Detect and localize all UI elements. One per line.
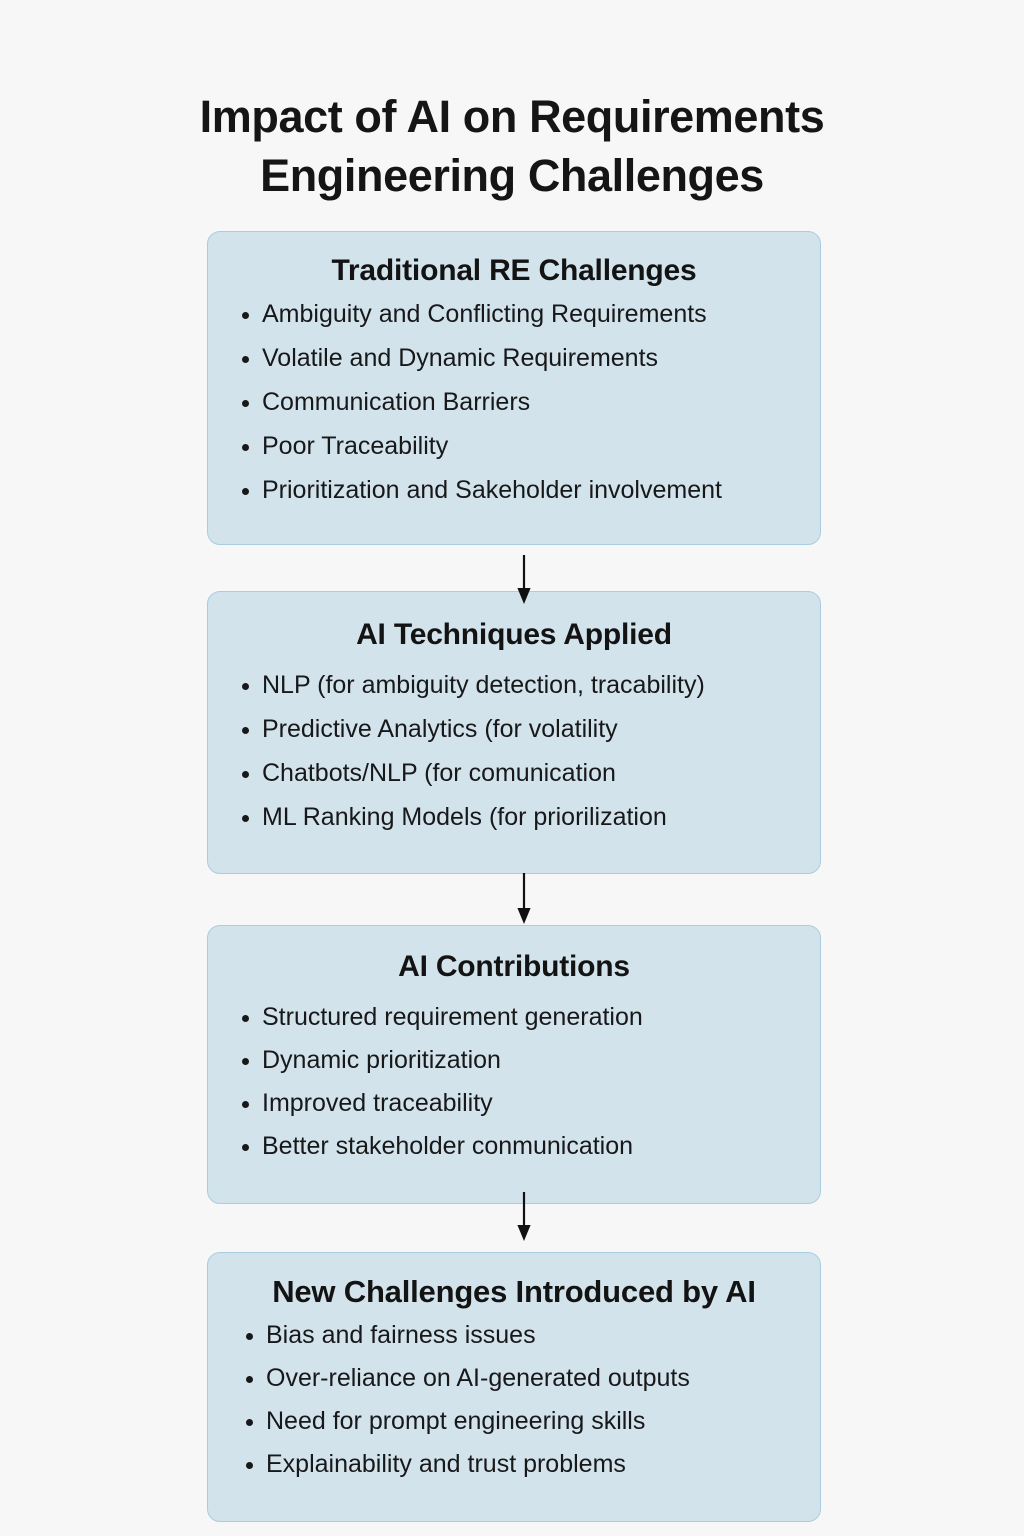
list-item-label: Poor Traceability (262, 432, 449, 461)
list-item: Predictive Analytics (for volatility (226, 714, 802, 743)
list-item: Better stakeholder conmunication (226, 1134, 802, 1159)
bullet-icon (246, 1375, 253, 1383)
list-item-label: Communication Barriers (262, 388, 531, 417)
list-item-label: Need for prompt engineering skills (266, 1406, 646, 1435)
list-item-label: Prioritization and Sakeholder involvemen… (262, 476, 722, 505)
list-item-label: Explainability and trust problems (266, 1449, 626, 1478)
bullet-icon (242, 1058, 249, 1066)
list-item: Ambiguity and Conflicting Requirements (226, 302, 802, 327)
bullet-icon (242, 1101, 249, 1109)
bullet-icon (242, 400, 249, 408)
flow-node-ai-techniques-applied[interactable]: AI Techniques Applied NLP (for ambiguity… (207, 591, 821, 874)
page-title: Impact of AI on Requirements Engineering… (199, 91, 825, 201)
bullet-icon (242, 444, 249, 452)
flow-node-new-challenges-introduced-by-ai[interactable]: New Challenges Introduced by AI Bias and… (207, 1252, 821, 1522)
list-item: Over-reliance on AI-generated outputs (226, 1363, 802, 1392)
list-item-label: Predictive Analytics (for volatility (262, 714, 618, 743)
flow-node-list: Ambiguity and Conflicting Requirements V… (226, 302, 802, 503)
list-item-label: ML Ranking Models (for priorilization (262, 802, 667, 831)
list-item-label: Chatbots/NLP (for comunication (262, 758, 616, 787)
flow-node-list: Structured requirement generation Dynami… (226, 1005, 802, 1159)
list-item-label: Ambiguity and Conflicting Requirements (262, 300, 707, 329)
bullet-icon (246, 1332, 253, 1340)
list-item: Volatile and Dynamic Requirements (226, 346, 802, 371)
bullet-icon (242, 726, 249, 734)
flow-node-title: Traditional RE Challenges (331, 254, 697, 287)
list-item-label: Better stakeholder conmunication (262, 1132, 634, 1161)
list-item: Improved traceability (226, 1091, 802, 1116)
list-item: Dynamic prioritization (226, 1048, 802, 1073)
flow-node-title: AI Contributions (398, 949, 630, 983)
bullet-icon (242, 312, 249, 320)
bullet-icon (242, 814, 249, 822)
flowchart-column: Traditional RE Challenges Ambiguity and … (207, 231, 821, 1522)
list-item-label: Structured requirement generation (262, 1003, 643, 1032)
bullet-icon (242, 770, 249, 778)
bullet-icon (246, 1461, 253, 1469)
list-item: NLP (for ambiguity detection, tracabilit… (226, 670, 802, 699)
flow-node-list: NLP (for ambiguity detection, tracabilit… (226, 670, 802, 831)
list-item: Communication Barriers (226, 390, 802, 415)
flow-node-list: Bias and fairness issues Over-reliance o… (226, 1320, 802, 1478)
list-item-label: Dynamic prioritization (262, 1046, 501, 1075)
list-item: Structured requirement generation (226, 1005, 802, 1030)
list-item: Need for prompt engineering skills (226, 1406, 802, 1435)
bullet-icon (246, 1418, 253, 1426)
list-item: Chatbots/NLP (for comunication (226, 758, 802, 787)
bullet-icon (242, 1144, 249, 1152)
list-item-label: Improved traceability (262, 1089, 493, 1118)
list-item-label: Over-reliance on AI-generated outputs (266, 1363, 690, 1392)
flow-node-title: New Challenges Introduced by AI (272, 1274, 756, 1310)
list-item-label: Volatile and Dynamic Requirements (262, 344, 659, 373)
flow-node-traditional-re-challenges[interactable]: Traditional RE Challenges Ambiguity and … (207, 231, 821, 546)
list-item-label: Bias and fairness issues (266, 1320, 536, 1349)
flow-node-title: AI Techniques Applied (356, 618, 672, 652)
bullet-icon (242, 488, 249, 496)
bullet-icon (242, 682, 249, 690)
bullet-icon (242, 1015, 249, 1023)
flow-node-ai-contributions[interactable]: AI Contributions Structured requirement … (207, 924, 821, 1205)
list-item: Explainability and trust problems (226, 1449, 802, 1478)
flow-connector-arrow (517, 873, 531, 925)
list-item: Bias and fairness issues (226, 1320, 802, 1349)
list-item: Poor Traceability (226, 434, 802, 459)
list-item: ML Ranking Models (for priorilization (226, 802, 802, 831)
list-item-label: NLP (for ambiguity detection, tracabilit… (262, 670, 705, 699)
bullet-icon (242, 356, 249, 364)
list-item: Prioritization and Sakeholder involvemen… (226, 478, 802, 503)
